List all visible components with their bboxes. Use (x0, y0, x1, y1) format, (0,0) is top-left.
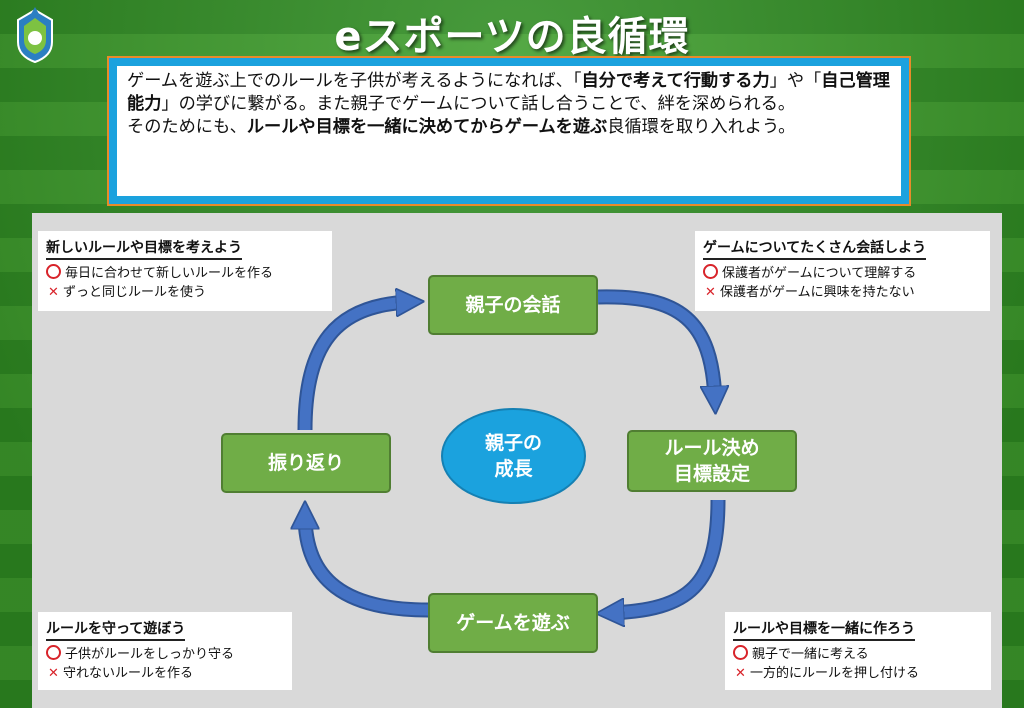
bad-text: 保護者がゲームに興味を持たない (720, 285, 915, 300)
red-circle-icon (703, 264, 718, 279)
red-cross-icon: ✕ (705, 285, 716, 300)
arrow-bottom-right (609, 499, 726, 621)
red-cross-icon: ✕ (48, 285, 59, 300)
bad-text: 守れないルールを作る (63, 666, 194, 681)
good-text: 親子で一緒に考える (752, 647, 869, 662)
red-circle-icon (46, 645, 61, 660)
intro-box: ゲームを遊ぶ上でのルールを子供が考えるようになれば、「自分で考えて行動する力」や… (107, 56, 911, 206)
red-cross-icon: ✕ (735, 666, 746, 681)
intro-bold2: 自己管理能力 (127, 71, 890, 114)
intro-line2-post: 良循環を取り入れよう。 (607, 117, 796, 137)
note-title: 新しいルールや目標を考えよう (46, 237, 242, 260)
arrow-top-right-fill (597, 291, 715, 400)
bad-example: ✕ 一方的にルールを押し付ける (733, 664, 983, 683)
note-bottom-right: ルールや目標を一緒に作ろう 親子で一緒に考える ✕ 一方的にルールを押し付ける (725, 612, 991, 690)
step-parent-child-talk: 親子の会話 (428, 275, 598, 335)
center-growth-ellipse: 親子の 成長 (441, 408, 586, 504)
arrow-top-left-fill (299, 302, 410, 431)
intro-line2-bold: ルールや目標を一緒に決めてからゲームを遊ぶ (246, 117, 608, 137)
good-text: 毎日に合わせて新しいルールを作る (65, 266, 274, 281)
good-example: 保護者がゲームについて理解する (703, 264, 982, 283)
step-rule-goal-setting: ルール決め 目標設定 (627, 430, 797, 492)
note-top-right: ゲームについてたくさん会話しよう 保護者がゲームについて理解する ✕ 保護者がゲー… (695, 231, 990, 311)
good-example: 子供がルールをしっかり守る (46, 645, 284, 664)
note-title: ルールを守って遊ぼう (46, 618, 186, 641)
intro-paragraph-1: ゲームを遊ぶ上でのルールを子供が考えるようになれば、「自分で考えて行動する力」や… (127, 70, 891, 116)
red-cross-icon: ✕ (48, 666, 59, 681)
intro-seg2: 」や「 (769, 71, 822, 91)
note-title: ゲームについてたくさん会話しよう (703, 237, 927, 260)
intro-bold1: 自分で考えて行動する力 (581, 71, 770, 91)
note-top-left: 新しいルールや目標を考えよう 毎日に合わせて新しいルールを作る ✕ ずっと同じルー… (38, 231, 332, 311)
intro-text: ゲームを遊ぶ上でのルールを子供が考えるようになれば、「自分で考えて行動する力」や… (117, 66, 901, 196)
bad-text: ずっと同じルールを使う (63, 285, 207, 300)
note-bottom-left: ルールを守って遊ぼう 子供がルールをしっかり守る ✕ 守れないルールを作る (38, 612, 292, 690)
arrow-top-right (597, 289, 723, 401)
good-example: 毎日に合わせて新しいルールを作る (46, 264, 324, 283)
bad-text: 一方的にルールを押し付ける (750, 666, 920, 681)
bad-example: ✕ ずっと同じルールを使う (46, 283, 324, 302)
good-text: 保護者がゲームについて理解する (722, 266, 917, 281)
step-play-game: ゲームを遊ぶ (428, 593, 598, 653)
arrow-bottom-right-fill (610, 499, 724, 613)
bad-example: ✕ 保護者がゲームに興味を持たない (703, 283, 982, 302)
good-example: 親子で一緒に考える (733, 645, 983, 664)
good-text: 子供がルールをしっかり守る (65, 647, 235, 662)
intro-line2-pre: そのためにも、 (127, 117, 247, 137)
page-title: eスポーツの良循環 (334, 14, 690, 60)
red-circle-icon (46, 264, 61, 279)
intro-paragraph-2: そのためにも、ルールや目標を一緒に決めてからゲームを遊ぶ良循環を取り入れよう。 (127, 116, 891, 139)
arrow-bottom-left (297, 514, 429, 618)
bad-example: ✕ 守れないルールを作る (46, 664, 284, 683)
note-title: ルールや目標を一緒に作ろう (733, 618, 915, 641)
intro-seg1: ゲームを遊ぶ上でのルールを子供が考えるようになれば、「 (127, 71, 582, 91)
arrow-bottom-left-fill (305, 515, 429, 616)
red-circle-icon (733, 645, 748, 660)
arrow-top-left (297, 294, 411, 431)
intro-seg3: 」の学びに繋がる。また親子でゲームについて話し合うことで、絆を深められる。 (161, 94, 796, 114)
step-reflection: 振り返り (221, 433, 391, 493)
club-logo (17, 7, 53, 64)
